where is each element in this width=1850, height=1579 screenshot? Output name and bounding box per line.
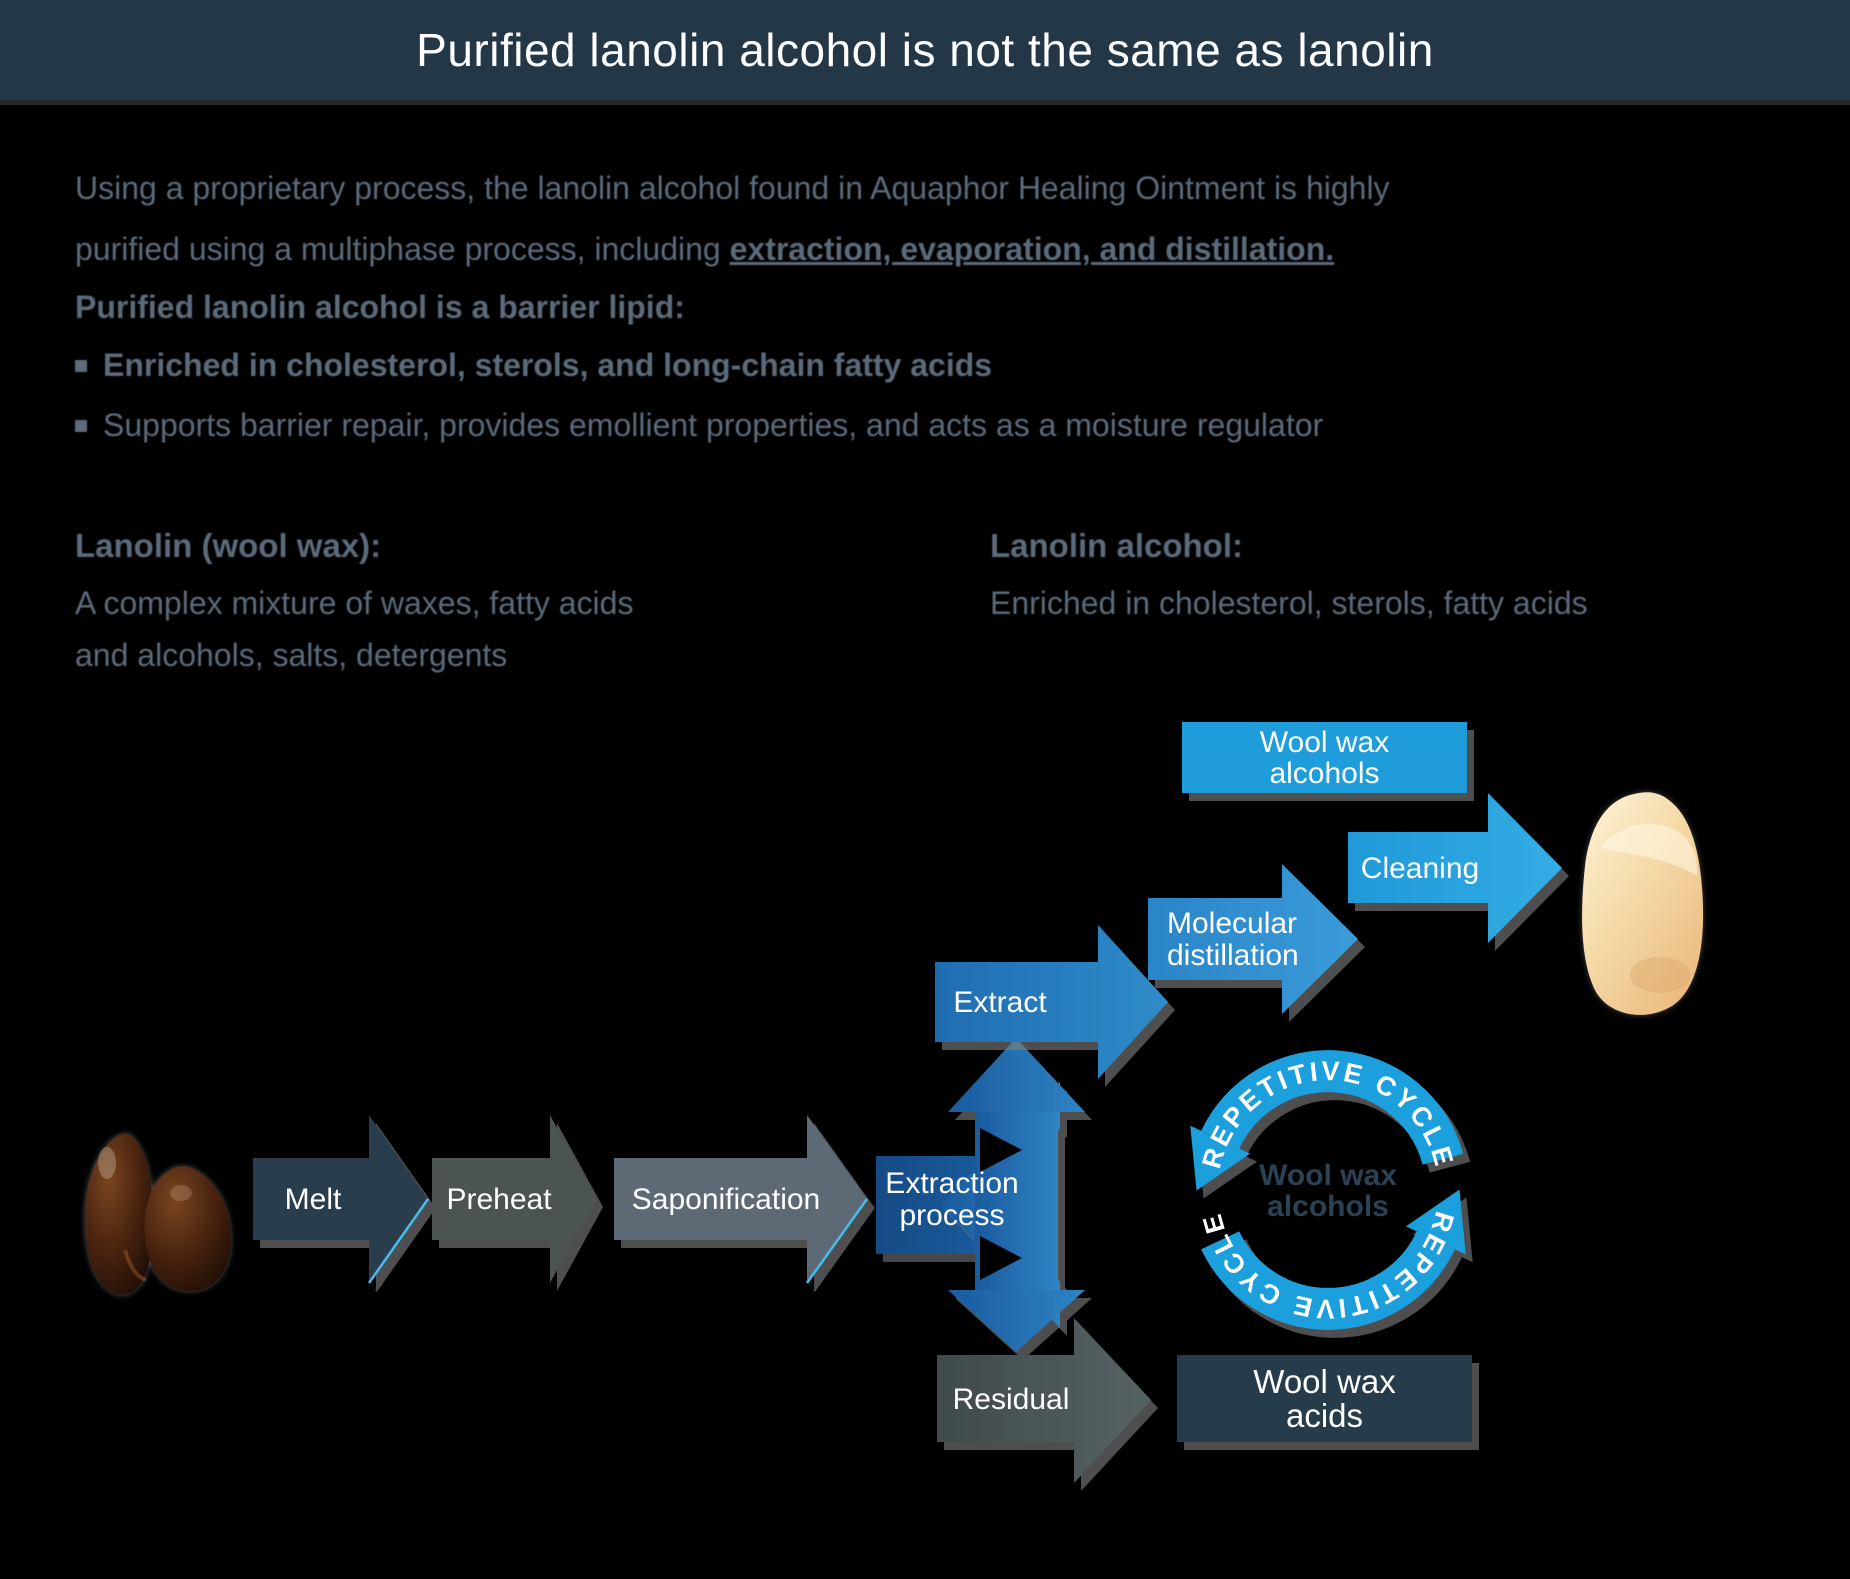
cycle-left-arrowhead-icon <box>1190 1125 1251 1191</box>
purified-lanolin-alcohol-image <box>1582 792 1704 1015</box>
cycle-bottom-arc <box>1201 1230 1455 1330</box>
lanolin-alcohol-heading: Lanolin alcohol: <box>990 527 1243 564</box>
molecular-label-line-1: Molecular <box>1167 907 1298 940</box>
saponification-arrow-highlight <box>805 1198 869 1284</box>
melt-arrow-highlight <box>367 1198 430 1284</box>
extraction-label-line-1: Extraction <box>885 1167 1019 1200</box>
molecular-label-line-2: distillation <box>1167 939 1299 972</box>
cycle-center-label: Wool wax alcohols <box>1259 1160 1397 1222</box>
bullet-1-text: Enriched in cholesterol, sterols, and lo… <box>103 347 993 383</box>
raw-lanolin-wax-image <box>84 1133 231 1295</box>
wool-wax-acids-line-2: acids <box>1285 1396 1364 1434</box>
cycle-center-line-1: Wool wax <box>1259 1159 1397 1192</box>
bullet-2-text: Supports barrier repair, provides emolli… <box>103 407 1324 443</box>
residual-arrow <box>937 1318 1151 1483</box>
cycle-center-line-2: alcohols <box>1267 1190 1389 1223</box>
extract-label: Extract <box>953 986 1047 1019</box>
branch-notch-bottom <box>980 1236 1022 1280</box>
saponification-label: Saponification <box>631 1183 821 1216</box>
branch-notch-top <box>980 1128 1022 1172</box>
repetitive-cycle-ring <box>1190 1050 1466 1330</box>
intro-line-2-emphasis: extraction, evaporation, and distillatio… <box>729 231 1335 267</box>
bullet-item-1: Enriched in cholesterol, sterols, and lo… <box>75 347 992 384</box>
chunk-shading <box>1630 957 1690 993</box>
chunk-facet-highlight <box>1600 823 1698 876</box>
extraction-process-label: Extraction process <box>885 1168 1018 1232</box>
branch-down-arrowhead-icon <box>948 1290 1085 1352</box>
lanolin-heading: Lanolin (wool wax): <box>75 527 382 564</box>
lanolin-alcohol-line-1: Enriched in cholesterol, sterols, fatty … <box>990 585 1588 621</box>
molecular-distillation-arrow <box>1148 864 1358 1014</box>
melt-label: Melt <box>284 1183 342 1216</box>
cleaning-arrow <box>1348 793 1562 943</box>
wool-wax-alcohols-line-1: Wool wax <box>1259 725 1390 759</box>
lanolin-line-2: and alcohols, salts, detergents <box>75 637 508 673</box>
intro-line-2-start: purified using a multiphase process, inc… <box>75 231 730 267</box>
extraction-label-line-2: process <box>899 1199 1005 1232</box>
preheat-label: Preheat <box>446 1183 552 1216</box>
branch-up-arrowhead-icon <box>948 1038 1085 1112</box>
extract-arrow <box>935 925 1168 1079</box>
bullet-square-icon <box>75 360 87 372</box>
cycle-top-arc <box>1201 1050 1464 1166</box>
wool-wax-alcohols-box: Wool wax alcohols <box>1182 722 1467 793</box>
residual-label: Residual <box>952 1383 1070 1416</box>
cycle-right-arrowhead-icon <box>1405 1189 1466 1255</box>
barrier-heading: Purified lanolin alcohol is a barrier li… <box>75 289 685 325</box>
cleaning-label: Cleaning <box>1360 852 1480 885</box>
wax-highlight <box>170 1185 192 1201</box>
lanolin-line-1: A complex mixture of waxes, fatty acids <box>75 585 634 621</box>
wool-wax-acids-box: Wool wax acids <box>1177 1355 1472 1442</box>
page-title: Purified lanolin alcohol is not the same… <box>416 24 1434 76</box>
saponification-arrow <box>614 1115 869 1284</box>
intro-line-1: Using a proprietary process, the lanolin… <box>75 170 1390 206</box>
melt-arrow <box>253 1115 430 1284</box>
bullet-square-icon <box>75 420 87 432</box>
preheat-arrow <box>432 1115 596 1283</box>
wool-wax-alcohols-line-2: alcohols <box>1269 756 1380 790</box>
molecular-distillation-label: Molecular distillation <box>1167 908 1299 972</box>
header-bar: Purified lanolin alcohol is not the same… <box>0 0 1850 100</box>
wool-wax-acids-line-1: Wool wax <box>1253 1362 1396 1400</box>
wax-highlight <box>98 1147 116 1179</box>
intro-line-2: purified using a multiphase process, inc… <box>75 231 1334 268</box>
bullet-item-2: Supports barrier repair, provides emolli… <box>75 407 1323 444</box>
